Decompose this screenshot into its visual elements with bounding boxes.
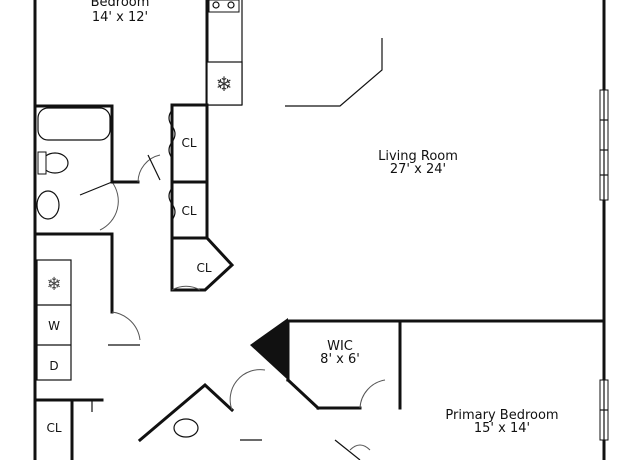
- wic-size: 8' x 6': [320, 352, 360, 367]
- closet-label-1: CL: [181, 136, 196, 150]
- closet-label-2: CL: [181, 204, 196, 218]
- window-lower: [599, 379, 609, 441]
- bathtub-icon: [37, 107, 111, 141]
- kitchen-island-outline: [285, 38, 383, 107]
- washer-label: W: [48, 319, 60, 333]
- fridge-icon: [206, 61, 243, 106]
- closet-label-4: CL: [46, 421, 61, 435]
- primary-bath: [137, 369, 371, 460]
- stove-icon: [208, 0, 240, 13]
- closet-label-3: CL: [196, 261, 211, 275]
- structural-column: [250, 318, 288, 380]
- dryer-label: D: [49, 359, 58, 373]
- closet-stack: [168, 103, 235, 292]
- laundry-snowflake-icon: ❄: [46, 274, 61, 295]
- laundry: ❄: [36, 232, 141, 381]
- primary-bedroom-size: 15' x 14': [474, 421, 530, 436]
- living-room-size: 27' x 24': [390, 162, 446, 177]
- sink-icon: [36, 190, 60, 220]
- wic-walls: [285, 319, 606, 411]
- window-upper: [599, 89, 609, 201]
- primary-sink-icon: [173, 418, 199, 438]
- bathroom: [33, 104, 119, 236]
- exterior-walls: [33, 0, 606, 460]
- primary-bedroom-name: Primary Bedroom: [445, 408, 558, 423]
- snowflake-icon: ❄: [216, 72, 233, 96]
- bedroom-name: Bedroom: [91, 0, 150, 10]
- hall-walls: [110, 154, 161, 184]
- kitchen-counter: ❄: [205, 0, 243, 107]
- living-room-name: Living Room: [378, 149, 458, 164]
- wic-name: WIC: [327, 339, 353, 354]
- lower-left-closet: [33, 398, 104, 460]
- bedroom-size: 14' x 12': [92, 10, 148, 25]
